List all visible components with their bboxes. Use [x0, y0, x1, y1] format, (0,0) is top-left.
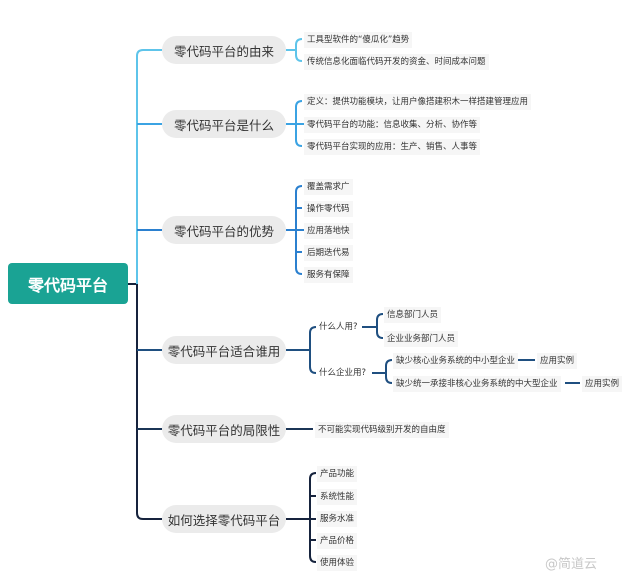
branch-how-to-choose[interactable]: 如何选择零代码平台	[162, 505, 286, 533]
branch-what-is[interactable]: 零代码平台是什么	[162, 110, 286, 138]
leaf-node[interactable]: 后期迭代易	[304, 245, 353, 261]
watermark: @简道云	[545, 557, 598, 572]
leaf-node[interactable]: 定义：提供功能模块，让用户像搭建积木一样搭建管理应用	[304, 94, 532, 110]
leaf-node[interactable]: 应用落地快	[304, 223, 353, 239]
branch-origin[interactable]: 零代码平台的由来	[162, 36, 286, 64]
root-node[interactable]: 零代码平台	[8, 263, 128, 304]
leaf-app-example[interactable]: 应用实例	[537, 353, 578, 369]
leaf-app-example[interactable]: 应用实例	[582, 376, 623, 392]
leaf-node[interactable]: 缺少统一承接非核心业务系统的中大型企业	[393, 376, 561, 392]
leaf-node[interactable]: 信息部门人员	[384, 307, 442, 323]
leaf-node[interactable]: 产品功能	[317, 466, 358, 482]
leaf-node[interactable]: 缺少核心业务系统的中小型企业	[393, 353, 519, 369]
leaf-node[interactable]: 零代码平台实现的应用：生产、销售、人事等	[304, 139, 481, 155]
leaf-node[interactable]: 零代码平台的功能：信息收集、分析、协作等	[304, 117, 481, 133]
branch-who-uses[interactable]: 零代码平台适合谁用	[162, 336, 286, 364]
sub-node-who[interactable]: 什么人用?	[319, 322, 358, 332]
leaf-node[interactable]: 传统信息化面临代码开发的资金、时间成本问题	[304, 54, 489, 70]
leaf-node[interactable]: 服务水准	[317, 511, 358, 527]
leaf-node[interactable]: 覆盖需求广	[304, 179, 353, 195]
leaf-node[interactable]: 服务有保障	[304, 267, 353, 283]
leaf-node[interactable]: 工具型软件的“傻瓜化”趋势	[304, 32, 413, 48]
leaf-node[interactable]: 使用体验	[317, 555, 358, 571]
branch-limitations[interactable]: 零代码平台的局限性	[162, 415, 286, 443]
leaf-node[interactable]: 企业业务部门人员	[384, 331, 459, 347]
leaf-node[interactable]: 产品价格	[317, 533, 358, 549]
branch-advantages[interactable]: 零代码平台的优势	[162, 216, 286, 244]
leaf-node[interactable]: 操作零代码	[304, 201, 353, 217]
sub-node-which-enterprise[interactable]: 什么企业用?	[319, 368, 367, 378]
leaf-node[interactable]: 系统性能	[317, 489, 358, 505]
leaf-node[interactable]: 不可能实现代码级别开发的自由度	[315, 422, 449, 438]
